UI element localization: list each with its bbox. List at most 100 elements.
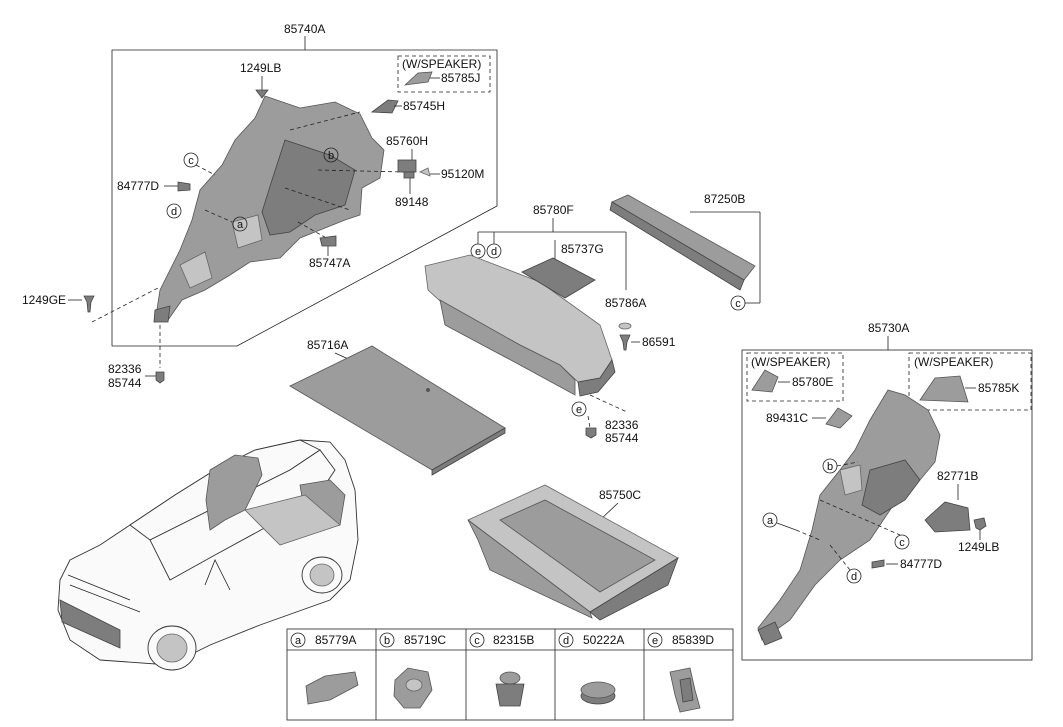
part-1249GE xyxy=(83,295,95,313)
legend-border xyxy=(286,628,734,721)
svg-text:d: d xyxy=(563,635,569,647)
svg-text:c: c xyxy=(188,155,194,167)
part-87250B-sill xyxy=(611,194,756,281)
label-85747A: 85747A xyxy=(309,256,350,270)
label-1249LB-top: 1249LB xyxy=(240,61,281,75)
svg-text:b: b xyxy=(827,461,833,473)
label-85740A: 85740A xyxy=(284,22,325,36)
part-82771B xyxy=(924,501,971,533)
label-85785J: 85785J xyxy=(441,71,480,85)
svg-text:a: a xyxy=(767,515,774,527)
part-85785J xyxy=(403,71,433,86)
label-89431C: 89431C xyxy=(766,411,808,425)
legend-part-85779A: 85779A xyxy=(315,633,356,647)
legend-icon-50222A xyxy=(580,681,616,699)
part-89148 xyxy=(403,171,415,179)
legend-circle-e xyxy=(647,632,663,648)
group-box-85740A xyxy=(111,49,498,347)
label-85785K: 85785K xyxy=(978,381,1019,395)
callout-e-mid xyxy=(571,401,587,417)
part-82336-top xyxy=(155,371,165,384)
part-quarter-trim-left-inner xyxy=(261,139,356,236)
legend-part-85839D: 85839D xyxy=(672,633,714,647)
svg-text:a: a xyxy=(237,219,244,231)
svg-text:e: e xyxy=(652,635,658,647)
part-85786A xyxy=(618,322,632,330)
part-82336-mid xyxy=(585,427,597,439)
label-85780E: 85780E xyxy=(792,375,833,389)
label-85716A: 85716A xyxy=(307,338,348,352)
svg-text:b: b xyxy=(328,150,334,162)
label-wspeaker-top: (W/SPEAKER) xyxy=(402,57,481,71)
svg-text:e: e xyxy=(576,404,582,416)
label-wspeaker-right-b: (W/SPEAKER) xyxy=(914,355,993,369)
label-85737G: 85737G xyxy=(561,242,604,256)
label-1249LB-right: 1249LB xyxy=(958,540,999,554)
part-86591 xyxy=(619,334,631,351)
label-wspeaker-right-a: (W/SPEAKER) xyxy=(751,355,830,369)
legend-part-50222A: 50222A xyxy=(583,633,624,647)
wspeaker-box-top xyxy=(397,55,491,93)
part-1249LB-top xyxy=(255,89,269,99)
label-85744-top: 85744 xyxy=(108,376,142,390)
label-84777D-right: 84777D xyxy=(900,557,942,571)
svg-text:a: a xyxy=(295,635,302,647)
callout-d-right xyxy=(846,568,862,584)
label-82771B: 82771B xyxy=(937,469,978,483)
part-85785K xyxy=(919,375,969,403)
legend-icon-82315B xyxy=(499,671,521,685)
label-85780F: 85780F xyxy=(533,203,574,217)
label-85750C: 85750C xyxy=(599,488,641,502)
svg-text:e: e xyxy=(475,246,481,258)
vehicle-illustration xyxy=(57,439,359,671)
wspeaker-box-right-b xyxy=(908,352,1032,411)
part-95120M xyxy=(419,167,431,177)
svg-text:d: d xyxy=(851,571,857,583)
label-87250B: 87250B xyxy=(704,192,745,206)
part-89431C xyxy=(825,407,853,429)
part-85760H xyxy=(397,159,417,173)
legend-circle-d xyxy=(558,632,574,648)
part-quarter-trim-right xyxy=(757,389,941,641)
legend-icon-85779A xyxy=(305,671,359,705)
part-85780E xyxy=(751,369,779,393)
label-82336-mid: 82336 xyxy=(605,418,639,432)
label-85786A: 85786A xyxy=(605,296,646,310)
label-85730A: 85730A xyxy=(868,321,909,335)
label-85760H: 85760H xyxy=(386,134,428,148)
callout-d-top xyxy=(166,203,182,219)
callout-a-top xyxy=(232,216,248,232)
svg-text:b: b xyxy=(384,635,390,647)
label-89148: 89148 xyxy=(395,195,429,209)
label-85745H: 85745H xyxy=(403,99,445,113)
callout-a-right xyxy=(762,512,778,528)
svg-text:c: c xyxy=(899,537,905,549)
callout-b-top xyxy=(323,147,339,163)
legend-circle-a xyxy=(290,632,306,648)
legend-table: a 85779A b 85719C c 82315B d 50222A e 85… xyxy=(286,628,734,721)
label-1249GE: 1249GE xyxy=(22,293,66,307)
part-84777D-top xyxy=(177,181,191,192)
legend-circle-b xyxy=(379,632,395,648)
wspeaker-box-right-a xyxy=(746,352,844,402)
svg-text:d: d xyxy=(491,246,497,258)
part-85737G xyxy=(521,257,596,299)
legend-part-85719C: 85719C xyxy=(404,633,446,647)
group-box-85730A xyxy=(741,349,1033,661)
label-82336-top: 82336 xyxy=(108,362,142,376)
label-95120M: 95120M xyxy=(441,167,484,181)
callout-c-top xyxy=(183,152,199,168)
callout-c-right xyxy=(894,534,910,550)
part-85745H xyxy=(370,99,399,114)
svg-text:c: c xyxy=(735,298,741,310)
label-85744-mid: 85744 xyxy=(605,431,639,445)
part-85747A xyxy=(319,235,337,247)
part-84777D-right xyxy=(871,559,885,569)
callout-c-sill xyxy=(730,295,746,311)
label-84777D-top: 84777D xyxy=(117,179,159,193)
callout-d-tray xyxy=(486,243,502,259)
part-1249LB-right xyxy=(973,517,987,531)
svg-text:d: d xyxy=(171,206,177,218)
svg-text:c: c xyxy=(474,635,480,647)
